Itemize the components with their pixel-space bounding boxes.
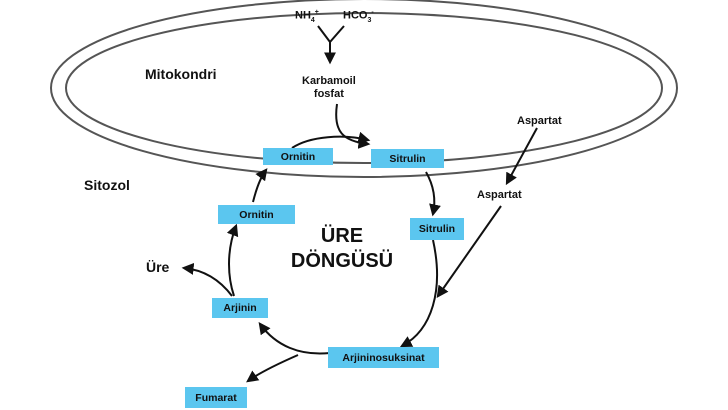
mitochondria-label: Mitokondri [145,66,217,82]
urea-cycle-title-line2: DÖNGÜSÜ [290,250,394,272]
citrulline-transport-arrow [425,171,441,217]
argininosuccinate-to-arginine-arc [258,322,331,355]
arginine-to-ornithine-arc [226,223,239,297]
aspartate-transport-arrow [505,127,538,186]
aspartate-cyto-label: Aspartat [477,189,522,201]
ammonium-label: NH4+ [295,9,319,24]
urea-cycle-title-line1: ÜRE [320,225,364,247]
citrulline-cyto-box: Sitrulin [410,218,464,240]
carbamoyl-phosphate-label: Karbamoil fosfat [302,75,356,101]
aspartate-mito-label: Aspartat [517,115,562,127]
carbamoyl-line2: fosfat [313,88,344,100]
ornithine-cyto-box: Ornitin [218,205,295,224]
fumarate-release-arrow [246,354,299,383]
cytosol-label: Sitozol [84,177,130,193]
argininosuccinate-box: Arjininosuksinat [328,347,439,368]
urea-label: Üre [146,259,170,275]
ornithine-transport-arrow [252,168,268,203]
urea-cycle-title: ÜRE DÖNGÜSÜ [272,224,412,274]
carbamoyl-line1: Karbamoil [302,75,356,87]
citrulline-mito-box: Sitrulin [371,149,444,168]
ornithine-to-citrulline-arc [291,131,371,149]
ornithine-mito-box: Ornitin [263,148,333,165]
urea-release-arrow [181,262,233,297]
arginine-box: Arjinin [212,298,268,318]
mitochondria-inner-membrane [65,12,663,164]
aspartate-to-argininosuccinate-arrow [436,205,502,298]
mitochondria-outer-membrane [50,0,678,178]
fumarate-box: Fumarat [185,387,247,408]
bicarbonate-label: HCO3- [343,9,374,24]
citrulline-to-argininosuccinate-arc [399,239,439,348]
input-merge-arrow [317,25,345,62]
